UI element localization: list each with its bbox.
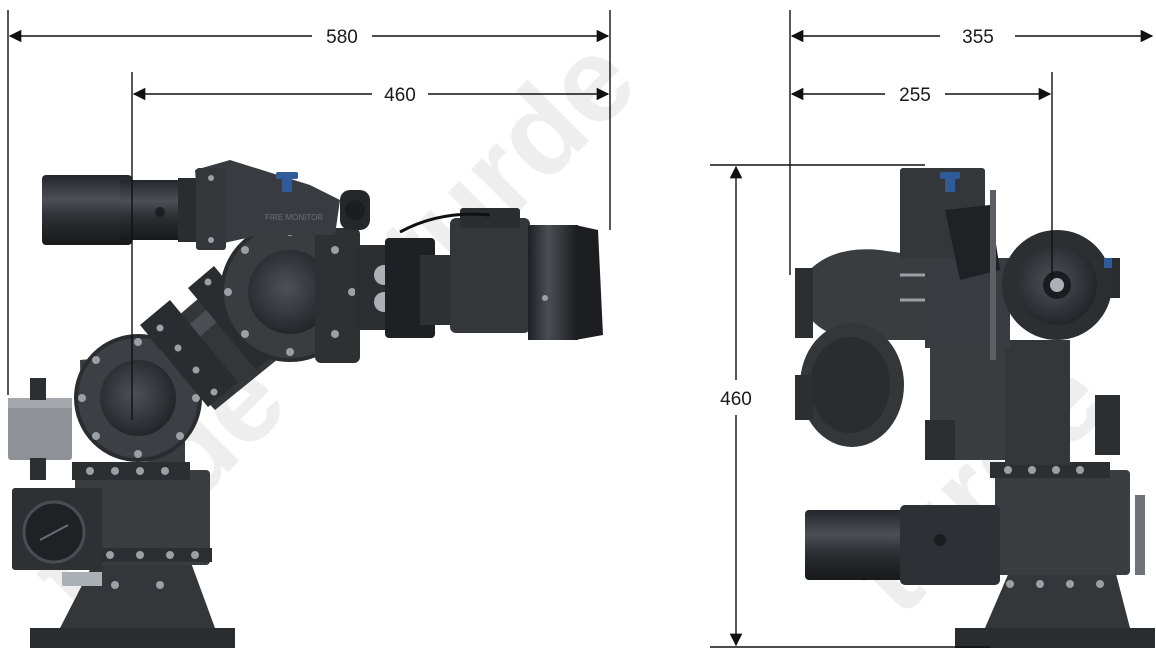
dimension-lines: 580 460 355 255 460	[7, 10, 1154, 648]
svg-text:FIRE MONITOR: FIRE MONITOR	[265, 213, 323, 222]
side-lower-elbow	[74, 334, 202, 462]
front-top-body	[900, 168, 1010, 360]
dim-front-height: 460	[720, 389, 752, 410]
front-left-elbow	[795, 249, 935, 447]
front-view-monitor	[795, 168, 1155, 648]
front-nozzle-disc	[1002, 230, 1120, 340]
side-rear-cylinder	[42, 168, 226, 250]
side-view-monitor: FIRE MONITOR	[8, 160, 603, 648]
side-base-flange	[30, 628, 235, 648]
side-junction-box	[8, 398, 72, 460]
side-nozzle	[355, 208, 603, 340]
dim-side-pivot-to-front: 460	[384, 85, 416, 106]
side-upper-body: FIRE MONITOR	[195, 160, 340, 245]
dim-front-overall-width: 355	[962, 27, 994, 48]
front-riser	[1005, 340, 1070, 465]
side-rotation-housing	[75, 470, 210, 565]
side-upper-swivel	[220, 190, 370, 363]
dim-side-overall-width: 580	[326, 27, 358, 48]
front-drive-motor	[805, 505, 1000, 585]
dim-front-partial-width: 255	[899, 85, 931, 106]
front-rotation-housing	[995, 470, 1130, 575]
front-base-flange	[955, 628, 1155, 648]
